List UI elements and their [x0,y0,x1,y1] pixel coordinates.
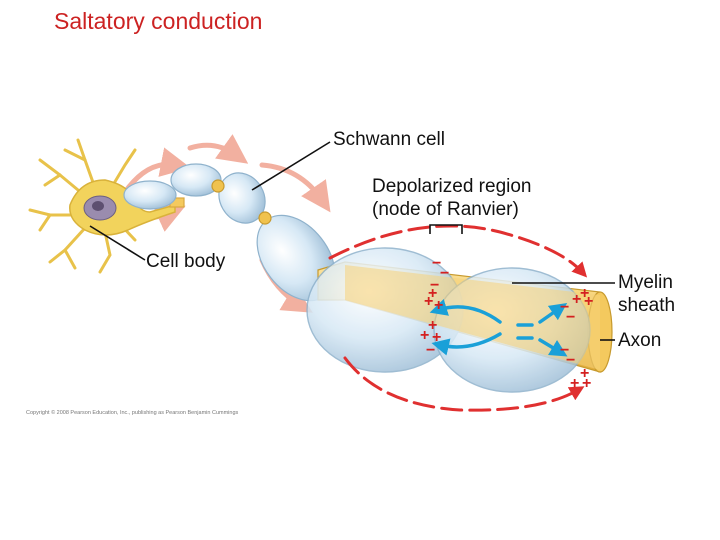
label-cell-body: Cell body [146,251,226,272]
membrane-charges: − − − − − − − − + + + + + + + + + + + + [420,255,593,392]
charge-plus: + [434,297,443,314]
cell-body-leader [89,225,146,261]
charge-minus: − [566,309,575,326]
schwann-cell-leader [251,141,331,191]
myelin-sheath-large [306,247,600,393]
charge-minus: − [560,299,569,316]
label-node-of-ranvier: (node of Ranvier) [372,199,519,220]
charge-minus: − [430,277,439,294]
charge-minus: − [440,265,449,282]
label-myelin: Myelin [618,272,673,293]
charge-minus: − [566,352,575,369]
charge-plus: + [580,365,589,382]
charge-plus: + [570,375,579,392]
charge-minus: − [432,255,441,272]
charge-plus: + [428,317,437,334]
label-schwann-cell: Schwann cell [333,129,445,150]
cell-body-neuron [28,138,176,274]
charge-plus: + [572,291,581,308]
charge-plus: + [432,329,441,346]
label-axon: Axon [618,330,662,351]
charge-minus: − [560,342,569,359]
charge-plus: + [584,293,593,310]
plus-charges: + + + + + + + + + + + + [420,285,593,392]
charge-plus: + [582,375,591,392]
copyright-text: Copyright © 2008 Pearson Education, Inc.… [26,410,239,416]
charge-plus: + [420,327,429,344]
node-bracket [429,224,463,234]
minus-charges: − − − − − − − − [426,255,575,369]
charge-plus: + [580,285,589,302]
slide-title: Saltatory conduction [54,8,263,34]
current-arrows [328,224,588,412]
ion-flow-arrows [429,299,568,357]
charge-plus: + [428,285,437,302]
charge-minus: − [426,342,435,359]
charge-plus: + [424,293,433,310]
myelin-segments-upstream [123,163,336,302]
label-depolarized-region: Depolarized region [372,176,532,197]
label-sheath: sheath [618,295,676,316]
leader-lines [89,141,615,341]
